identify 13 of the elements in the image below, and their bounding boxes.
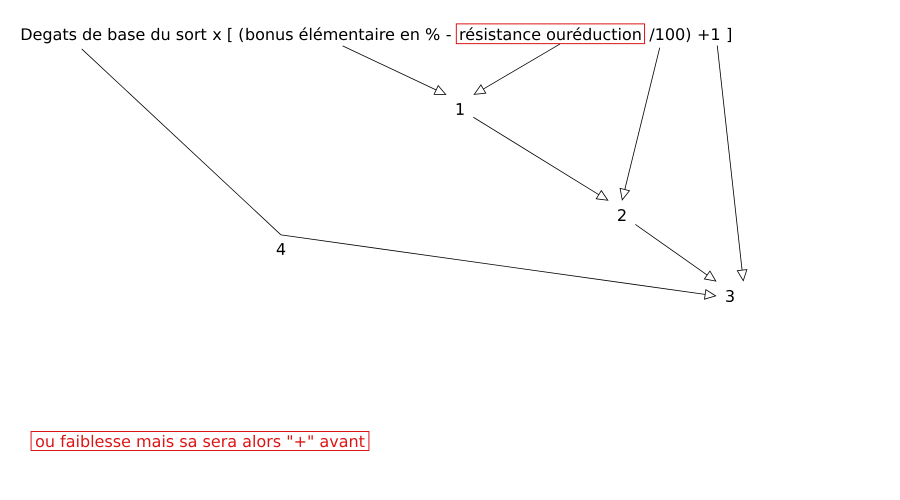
formula-term: +1 (698, 28, 720, 40)
formula-symbol: x [ ( (212, 28, 244, 42)
step-number: 3 (726, 290, 734, 302)
step-number: 2 (618, 209, 626, 221)
formula-term: Degats de base du sort (22, 28, 206, 44)
step-number: 1 (456, 103, 464, 115)
step-number: 4 (276, 243, 286, 255)
formula-term: /100) (649, 28, 690, 42)
note-box: ou faiblesse mais sa sera alors "+" avant (30, 430, 370, 452)
boxed-term: résistance ouréduction (456, 23, 646, 44)
connector-line (81, 48, 282, 236)
formula-symbol: ] (728, 28, 731, 42)
formula-term: bonus élémentaire en % (246, 27, 440, 40)
